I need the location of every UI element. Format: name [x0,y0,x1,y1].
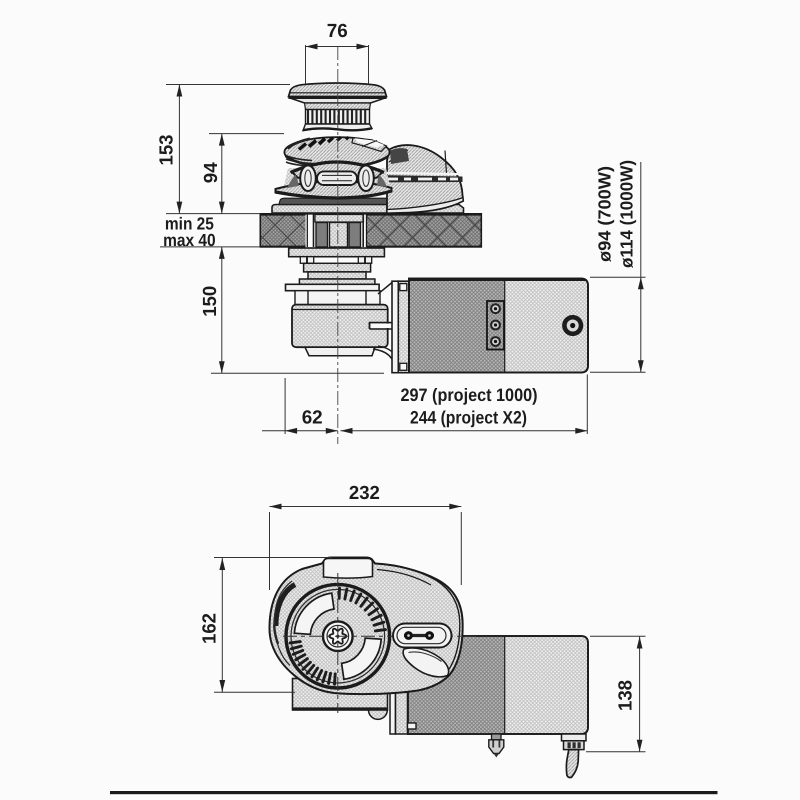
svg-text:ø94 (700W): ø94 (700W) [594,166,614,262]
svg-text:162: 162 [199,613,220,644]
svg-text:94: 94 [201,162,222,183]
svg-text:ø114 (1000W): ø114 (1000W) [616,160,636,268]
svg-text:76: 76 [327,21,348,42]
svg-text:244 (project X2): 244 (project X2) [410,407,527,427]
svg-text:138: 138 [616,680,637,711]
svg-text:153: 153 [156,135,177,166]
svg-text:150: 150 [200,286,221,317]
svg-text:62: 62 [302,408,323,429]
svg-text:min 25: min 25 [165,213,214,233]
svg-text:232: 232 [349,483,380,504]
svg-text:max 40: max 40 [163,230,216,250]
svg-text:297 (project 1000): 297 (project 1000) [401,385,538,405]
